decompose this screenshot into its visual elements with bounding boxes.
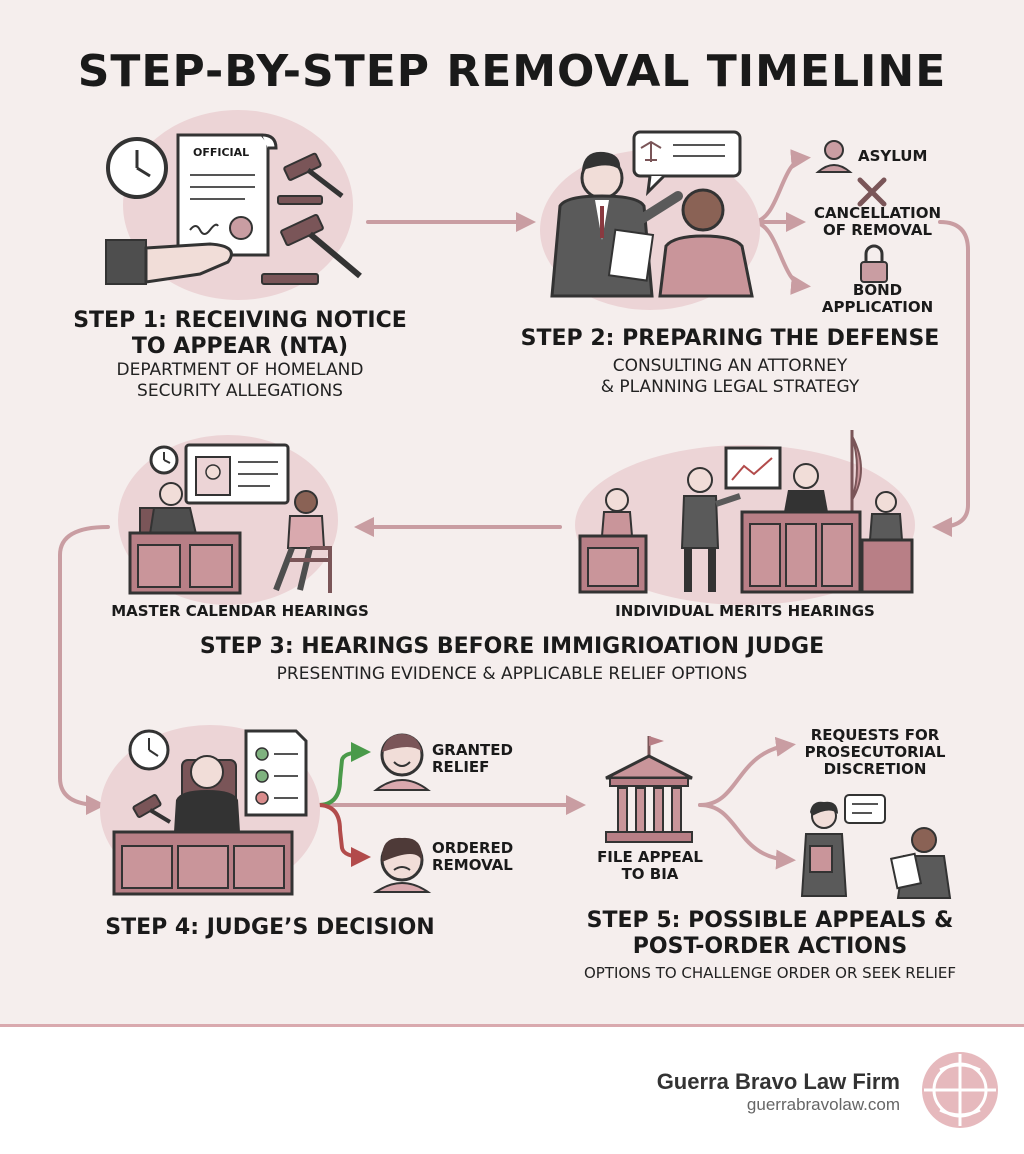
gavel-icon — [277, 152, 344, 205]
branch-asylum — [750, 149, 811, 224]
outcome-granted-line2: RELIEF — [432, 758, 490, 776]
request-line3: DISCRETION — [823, 760, 927, 778]
speech-bubble-icon — [844, 794, 886, 824]
outcome-ordered-line2: REMOVAL — [432, 856, 513, 874]
official-document-icon — [176, 133, 278, 257]
step2-illustration — [540, 130, 760, 310]
master-calendar-label: MASTER CALENDAR HEARINGS — [111, 602, 369, 620]
outcome-granted: GRANTED RELIEF — [432, 742, 513, 776]
footer: Guerra Bravo Law Firm guerrabravolaw.com — [0, 1024, 1024, 1154]
sad-face-icon — [372, 837, 432, 893]
respondent-figure — [273, 490, 332, 593]
cancellation-icon — [857, 177, 887, 207]
option-bond-line2: APPLICATION — [821, 298, 934, 316]
step1-heading-line1: STEP 1: RECEIVING NOTICE — [73, 308, 407, 333]
step1-heading: STEP 1: RECEIVING NOTICE TO APPEAR (NTA) — [70, 308, 410, 360]
step1-subtitle-line1: DEPARTMENT OF HOMELAND — [116, 360, 364, 380]
step5-heading-line2: POST-ORDER ACTIONS — [632, 934, 908, 959]
option-cancellation-line2: OF REMOVAL — [822, 221, 933, 239]
document-label: OFFICIAL — [193, 146, 250, 159]
clock-icon — [149, 445, 179, 475]
step5-heading: STEP 5: POSSIBLE APPEALS & POST-ORDER AC… — [560, 908, 980, 960]
merits-hearing-label: INDIVIDUAL MERITS HEARINGS — [615, 602, 875, 620]
man-figure — [889, 827, 952, 899]
step5-heading-line1: STEP 5: POSSIBLE APPEALS & — [586, 908, 954, 933]
option-cancellation: CANCELLATION OF REMOVAL — [805, 205, 950, 239]
hand-icon — [105, 239, 233, 285]
option-asylum: ASYLUM — [858, 148, 927, 165]
desk-icon — [112, 830, 294, 896]
step2-subtitle-line1: CONSULTING AN ATTORNEY — [612, 356, 848, 376]
courthouse-icon — [605, 736, 693, 843]
option-asylum-label: ASYLUM — [858, 147, 928, 165]
checklist-icon — [244, 729, 308, 817]
appeal-line1: FILE APPEAL — [597, 848, 703, 866]
flow-connectors — [58, 149, 970, 870]
merits-hearing-illustration — [575, 430, 915, 605]
page-title: STEP-BY-STEP REMOVAL TIMELINE — [77, 46, 947, 97]
illustration-layer — [58, 110, 970, 899]
branch-bond — [750, 220, 811, 295]
step3-subtitle: PRESENTING EVIDENCE & APPLICABLE RELIEF … — [276, 664, 748, 684]
gavel-icon — [132, 794, 172, 824]
lock-icon — [860, 244, 888, 283]
arrow-granted — [317, 742, 371, 807]
outcome-granted-line1: GRANTED — [432, 741, 513, 759]
step1-subtitle: DEPARTMENT OF HOMELAND SECURITY ALLEGATI… — [70, 360, 410, 402]
step1-illustration — [105, 110, 362, 300]
step2-subtitle: CONSULTING AN ATTORNEY & PLANNING LEGAL … — [520, 356, 940, 398]
step4-heading: STEP 4: JUDGE’S DECISION — [105, 915, 435, 940]
speech-bubble-icon — [632, 130, 742, 197]
prosecutorial-discretion-label: REQUESTS FOR PROSECUTORIAL DISCRETION — [795, 727, 955, 778]
client-figure — [658, 188, 754, 298]
asylum-icon — [815, 140, 853, 173]
woman-figure — [800, 801, 848, 897]
gavel-icon — [261, 213, 362, 285]
attorney-figure — [550, 151, 683, 298]
branch-prosecutorial-discretion — [698, 736, 796, 807]
option-cancellation-line1: CANCELLATION — [813, 204, 942, 222]
clock-icon — [106, 137, 168, 199]
firm-name: Guerra Bravo Law Firm — [656, 1069, 900, 1094]
outcome-ordered: ORDERED REMOVAL — [432, 840, 513, 874]
happy-face-icon — [373, 733, 431, 791]
step2-subtitle-line2: & PLANNING LEGAL STRATEGY — [600, 377, 860, 397]
appeal-line2: TO BIA — [621, 865, 679, 883]
connector-step2-to-step3 — [932, 220, 970, 537]
option-bond: BOND APPLICATION — [805, 282, 950, 316]
step1-heading-line2: TO APPEAR (NTA) — [131, 334, 349, 359]
appeal-label: FILE APPEAL TO BIA — [580, 849, 720, 883]
step2-heading: STEP 2: PREPARING THE DEFENSE — [520, 326, 940, 351]
arrow-ordered — [317, 803, 371, 867]
connector-step3-to-step4 — [58, 525, 110, 815]
witness-figure — [860, 491, 914, 594]
outcome-ordered-line1: ORDERED — [432, 839, 514, 857]
chart-board-icon — [724, 446, 782, 490]
firm-url[interactable]: guerrabravolaw.com — [746, 1095, 900, 1114]
clerk-figure — [578, 488, 648, 594]
request-line2: PROSECUTORIAL — [804, 743, 946, 761]
judge-figure — [139, 482, 198, 535]
option-bond-line1: BOND — [852, 281, 903, 299]
request-line1: REQUESTS FOR — [810, 726, 940, 744]
step4-illustration — [100, 725, 320, 896]
lawyer-presenting-figure — [680, 467, 741, 592]
desk-icon — [128, 531, 242, 595]
judge-figure — [174, 755, 240, 832]
firm-logo-icon — [922, 1052, 998, 1128]
branch-post-order — [698, 803, 796, 870]
step5-subtitle: OPTIONS TO CHALLENGE ORDER OR SEEK RELIE… — [583, 964, 957, 982]
post-order-illustration — [800, 794, 952, 899]
master-calendar-illustration — [118, 435, 338, 605]
clock-icon — [128, 729, 170, 771]
judge-bench-icon — [740, 463, 862, 594]
screen-icon — [184, 443, 290, 505]
step3-heading: STEP 3: HEARINGS BEFORE IMMIGRIOATION JU… — [199, 634, 825, 659]
step1-subtitle-line2: SECURITY ALLEGATIONS — [137, 381, 343, 401]
